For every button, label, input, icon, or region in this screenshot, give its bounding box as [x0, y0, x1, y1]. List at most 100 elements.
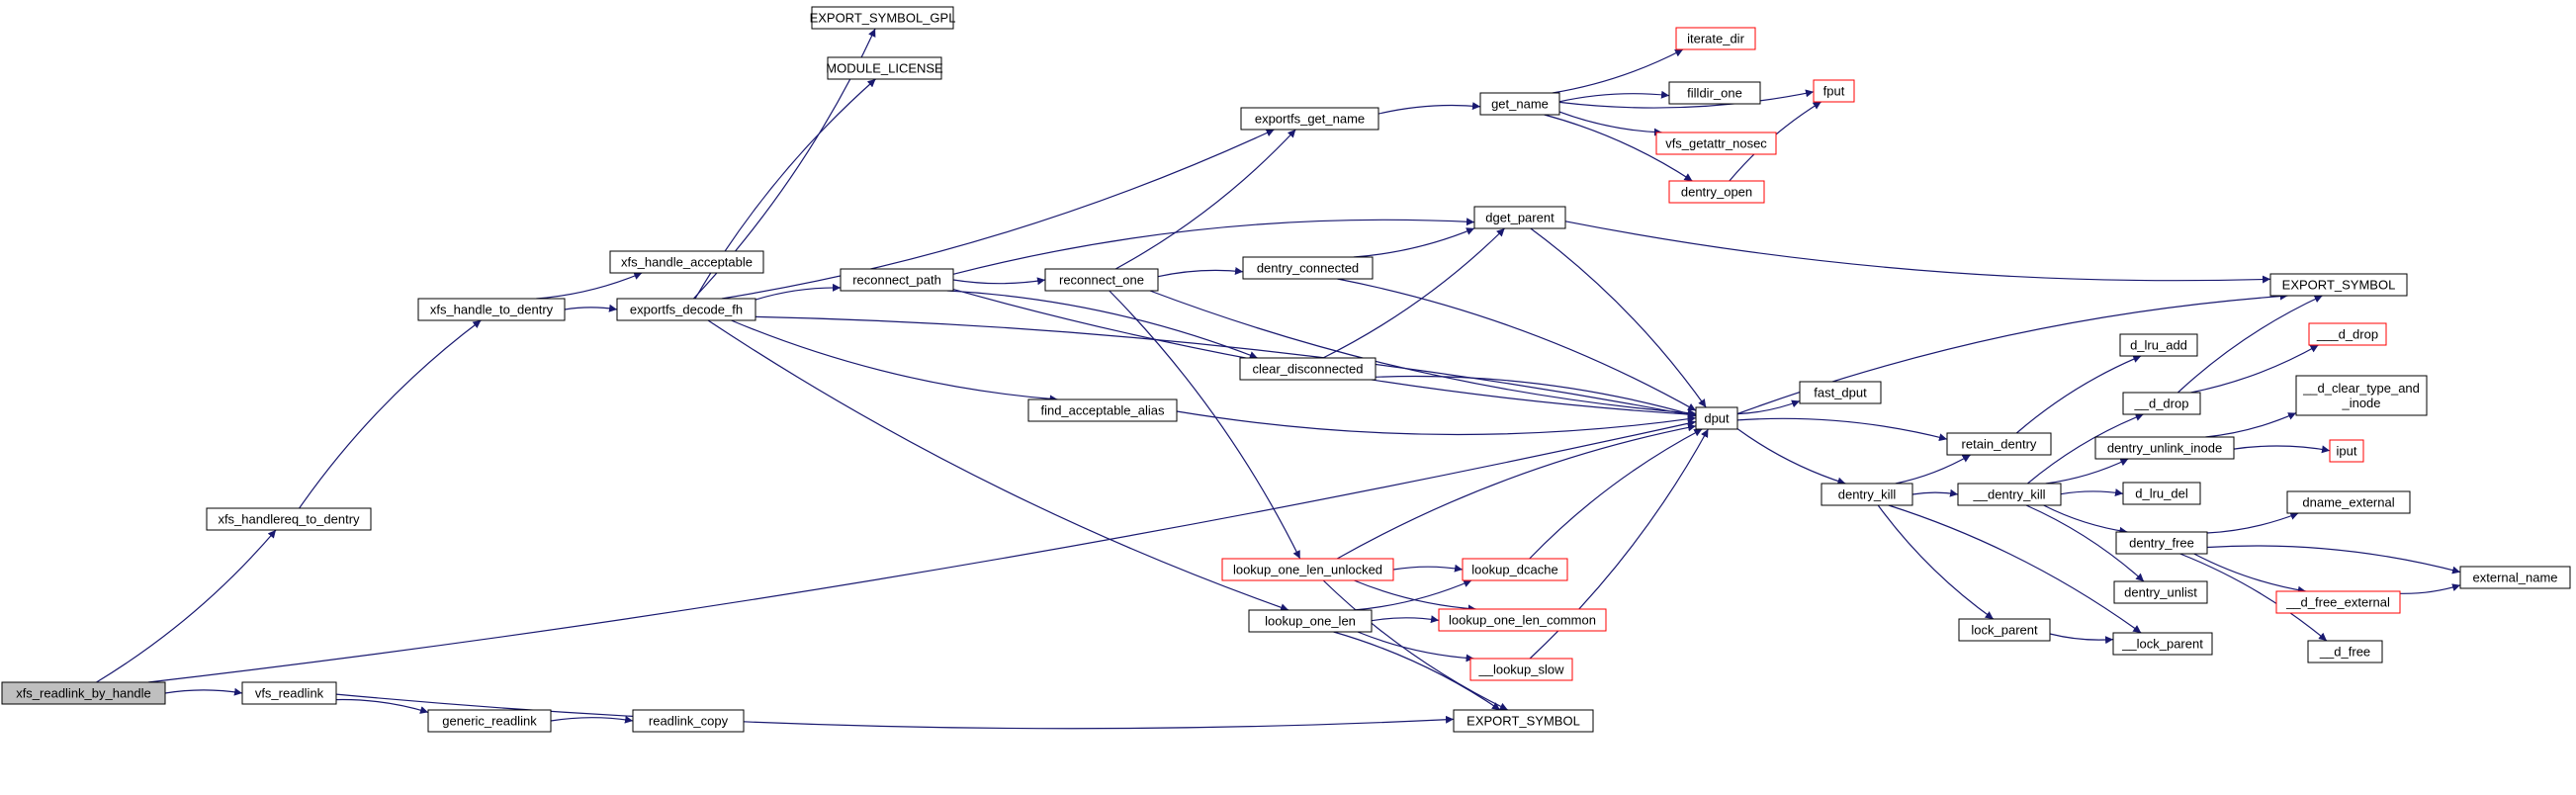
- node-label-filldir_one: filldir_one: [1687, 86, 1742, 101]
- node-__d_drop_normal[interactable]: __d_drop: [2122, 392, 2201, 415]
- node-dentry_connected[interactable]: dentry_connected: [1242, 256, 1374, 280]
- node-box-generic_readlink: [427, 709, 552, 733]
- node-lookup_dcache[interactable]: lookup_dcache: [1462, 558, 1568, 581]
- node-readlink_copy[interactable]: readlink_copy: [632, 709, 745, 733]
- node-box-dput: [1695, 406, 1738, 430]
- edge-dentry_unlink_inode-to-__d_clear_type_and_inode: [2205, 412, 2297, 438]
- node-box-filldir_one: [1668, 81, 1761, 105]
- node-box-dget_parent: [1473, 206, 1566, 229]
- node-export_symbol_bottom[interactable]: EXPORT_SYMBOL: [1453, 709, 1594, 733]
- node-iput[interactable]: iput: [2329, 439, 2364, 463]
- node-label-dentry_free: dentry_free: [2129, 536, 2194, 551]
- node-box-export_symbol_gpl: [811, 6, 954, 30]
- node-filldir_one[interactable]: filldir_one: [1668, 81, 1761, 105]
- node-dentry_unlist[interactable]: dentry_unlist: [2113, 580, 2208, 604]
- edge-exportfs_get_name-to-get_name: [1377, 102, 1481, 115]
- node-dget_parent[interactable]: dget_parent: [1473, 206, 1566, 229]
- edge-xfs_handle_to_dentry-to-exportfs_decode_fh: [564, 304, 618, 312]
- node-vfs_getattr_nosec[interactable]: vfs_getattr_nosec: [1655, 132, 1777, 155]
- node-dentry_kill[interactable]: dentry_kill: [1821, 483, 1913, 506]
- node-lookup_one_len_common[interactable]: lookup_one_len_common: [1438, 608, 1607, 632]
- node-box-d_lru_del: [2122, 482, 2201, 505]
- node-dentry_open[interactable]: dentry_open: [1668, 180, 1765, 204]
- node-___d_drop[interactable]: ___d_drop: [2308, 322, 2387, 346]
- node-label-xfs_handle_to_dentry: xfs_handle_to_dentry: [430, 303, 554, 317]
- node-iterate_dir[interactable]: iterate_dir: [1675, 27, 1756, 50]
- node-box-lookup_one_len_unlocked: [1221, 558, 1394, 581]
- node-exportfs_decode_fh[interactable]: exportfs_decode_fh: [616, 298, 756, 321]
- node-__lookup_slow[interactable]: __lookup_slow: [1469, 658, 1573, 681]
- node-module_license[interactable]: MODULE_LICENSE: [826, 56, 943, 80]
- node-d_lru_add[interactable]: d_lru_add: [2119, 333, 2198, 357]
- node-reconnect_one[interactable]: reconnect_one: [1044, 268, 1159, 292]
- node-box-xfs_handle_to_dentry: [417, 298, 566, 321]
- node-__lock_parent[interactable]: __lock_parent: [2112, 632, 2213, 656]
- node-box-__d_free: [2307, 640, 2383, 663]
- edge-dentry_free-to-__d_free: [2179, 553, 2328, 642]
- node-box-iterate_dir: [1675, 27, 1756, 50]
- node-label-external_name: external_name: [2473, 571, 2558, 585]
- node-xfs_readlink_by_handle[interactable]: xfs_readlink_by_handle: [1, 681, 166, 705]
- edge-lock_parent-to-__lock_parent: [2049, 633, 2114, 645]
- node-lock_parent[interactable]: lock_parent: [1958, 618, 2051, 642]
- node-label-__d_free: __d_free: [2319, 645, 2370, 660]
- node-export_symbol_top[interactable]: EXPORT_SYMBOL: [2269, 273, 2408, 297]
- node-xfs_handlereq_to_dentry[interactable]: xfs_handlereq_to_dentry: [206, 507, 372, 531]
- node-get_name[interactable]: get_name: [1479, 92, 1560, 116]
- node-box-dname_external: [2286, 490, 2411, 514]
- node-__d_free[interactable]: __d_free: [2307, 640, 2383, 663]
- node-box-vfs_getattr_nosec: [1655, 132, 1777, 155]
- node-label-lookup_one_len_unlocked: lookup_one_len_unlocked: [1233, 563, 1382, 577]
- node-dname_external[interactable]: dname_external: [2286, 490, 2411, 514]
- node-lookup_one_len_unlocked[interactable]: lookup_one_len_unlocked: [1221, 558, 1394, 581]
- node-clear_disconnected[interactable]: clear_disconnected: [1239, 357, 1377, 381]
- edge-dget_parent-to-dput: [1530, 227, 1707, 408]
- node-xfs_handle_acceptable[interactable]: xfs_handle_acceptable: [609, 250, 764, 274]
- edge-clear_disconnected-to-dget_parent: [1322, 227, 1506, 359]
- node-box-d_lru_add: [2119, 333, 2198, 357]
- edge-dentry_free-to-external_name: [2206, 545, 2461, 574]
- node-generic_readlink[interactable]: generic_readlink: [427, 709, 552, 733]
- node-d_lru_del[interactable]: d_lru_del: [2122, 482, 2201, 505]
- node-dput[interactable]: dput: [1695, 406, 1738, 430]
- node-label-lock_parent: lock_parent: [1971, 623, 2038, 638]
- edge-get_name-to-vfs_getattr_nosec: [1558, 111, 1662, 136]
- node-exportfs_get_name[interactable]: exportfs_get_name: [1240, 107, 1379, 131]
- node-label-reconnect_path: reconnect_path: [852, 273, 941, 288]
- node-label-xfs_readlink_by_handle: xfs_readlink_by_handle: [16, 686, 151, 701]
- node-xfs_handle_to_dentry[interactable]: xfs_handle_to_dentry: [417, 298, 566, 321]
- node-label-fput: fput: [1823, 84, 1845, 99]
- node-__d_clear_type_and_inode[interactable]: __d_clear_type_and_inode: [2295, 375, 2428, 416]
- node-box-dentry_free: [2115, 531, 2208, 555]
- node-dentry_free[interactable]: dentry_free: [2115, 531, 2208, 555]
- node-find_acceptable_alias[interactable]: find_acceptable_alias: [1027, 398, 1178, 422]
- node-label-module_license: MODULE_LICENSE: [826, 61, 943, 76]
- node-fput[interactable]: fput: [1813, 79, 1855, 103]
- node-fast_dput[interactable]: fast_dput: [1799, 381, 1882, 404]
- node-label-vfs_getattr_nosec: vfs_getattr_nosec: [1665, 136, 1767, 151]
- node-reconnect_path[interactable]: reconnect_path: [840, 268, 954, 292]
- node-label-exportfs_get_name: exportfs_get_name: [1255, 112, 1365, 127]
- node-external_name[interactable]: external_name: [2459, 566, 2571, 589]
- node-label-__dentry_kill: __dentry_kill: [1973, 487, 2046, 502]
- edge-lookup_one_len-to-__lookup_slow: [1357, 631, 1474, 662]
- edge-generic_readlink-to-readlink_copy: [550, 715, 634, 724]
- node-__dentry_kill[interactable]: __dentry_kill: [1957, 483, 2062, 506]
- node-box-retain_dentry: [1946, 432, 2052, 456]
- edge-dentry_unlink_inode-to-iput: [2233, 445, 2331, 454]
- node-box-__d_drop_normal: [2122, 392, 2201, 415]
- node-vfs_readlink[interactable]: vfs_readlink: [241, 681, 337, 705]
- edge-lookup_one_len_unlocked-to-lookup_dcache: [1392, 564, 1464, 573]
- node-export_symbol_gpl[interactable]: EXPORT_SYMBOL_GPL: [810, 6, 956, 30]
- node-dentry_unlink_inode[interactable]: dentry_unlink_inode: [2094, 436, 2235, 460]
- edge-get_name-to-fput: [1558, 89, 1815, 109]
- edge-exportfs_decode_fh-to-reconnect_path: [755, 283, 842, 301]
- node-retain_dentry[interactable]: retain_dentry: [1946, 432, 2052, 456]
- node-label-dput: dput: [1704, 411, 1730, 426]
- node-label-d_lru_add: d_lru_add: [2130, 338, 2187, 353]
- node-lookup_one_len[interactable]: lookup_one_len: [1248, 609, 1373, 633]
- edge-dentry_kill-to-__dentry_kill: [1911, 488, 1959, 497]
- node-label-retain_dentry: retain_dentry: [1962, 437, 2037, 452]
- node-__d_free_external[interactable]: __d_free_external: [2275, 590, 2401, 614]
- node-label-export_symbol_gpl: EXPORT_SYMBOL_GPL: [810, 11, 956, 26]
